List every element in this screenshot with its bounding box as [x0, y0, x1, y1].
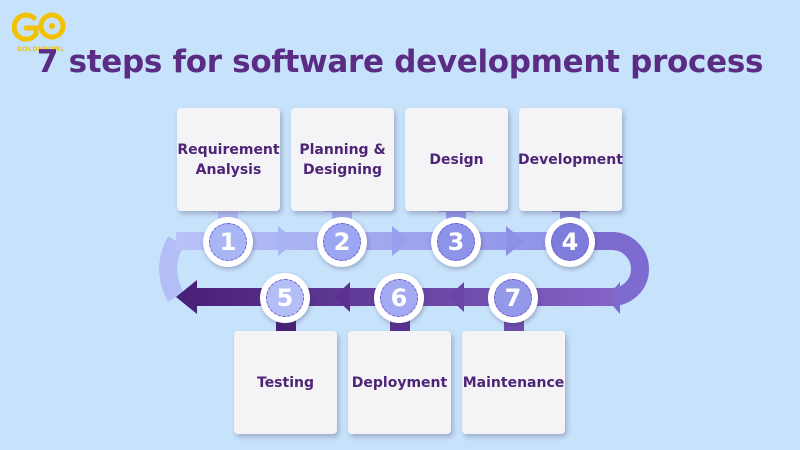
- brand-logo: GOLDENOWL: [8, 10, 68, 58]
- step-box-design: Design: [405, 108, 508, 211]
- step-box-planning-designing: Planning & Designing: [291, 108, 394, 211]
- step-number: 3: [437, 223, 475, 261]
- arrow-head-5: [448, 282, 464, 312]
- brand-name: GOLDENOWL: [17, 46, 65, 53]
- step-number: 4: [551, 223, 589, 261]
- step-box-testing: Testing: [234, 331, 337, 434]
- arrow-head-3: [506, 226, 524, 256]
- left-uturn-arrow: [159, 236, 184, 302]
- step-box-deployment: Deployment: [348, 331, 451, 434]
- step-number-circle: 1: [203, 217, 253, 267]
- step-number: 6: [380, 279, 418, 317]
- step-label: Planning & Designing: [299, 141, 386, 178]
- arrow-head-4: [334, 282, 350, 312]
- step-label: Requirement Analysis: [177, 141, 280, 178]
- step-box-development: Development: [518, 108, 623, 211]
- arrow-head-1: [278, 226, 296, 256]
- step-box-requirement-analysis: Requirement Analysis: [177, 108, 280, 211]
- arrow-head-2: [392, 226, 410, 256]
- page-title: 7 steps for software development process: [36, 44, 764, 80]
- step-label: Development: [518, 151, 623, 168]
- step-label: Maintenance: [462, 374, 565, 391]
- step-number: 7: [494, 279, 532, 317]
- step-label: Design: [429, 151, 484, 168]
- step-number: 1: [209, 223, 247, 261]
- step-number-circle: 4: [545, 217, 595, 267]
- right-uturn-arrow: [578, 232, 649, 306]
- step-number-circle: 6: [374, 273, 424, 323]
- step-label: Deployment: [351, 374, 448, 391]
- step-number: 5: [266, 279, 304, 317]
- step-box-maintenance: Maintenance: [462, 331, 565, 434]
- arrow-head-left: [176, 280, 197, 314]
- step-number-circle: 3: [431, 217, 481, 267]
- step-number: 2: [323, 223, 361, 261]
- golden-owl-logo-icon: [12, 12, 66, 42]
- step-number-circle: 2: [317, 217, 367, 267]
- step-label: Testing: [257, 374, 314, 391]
- step-number-circle: 5: [260, 273, 310, 323]
- step-number-circle: 7: [488, 273, 538, 323]
